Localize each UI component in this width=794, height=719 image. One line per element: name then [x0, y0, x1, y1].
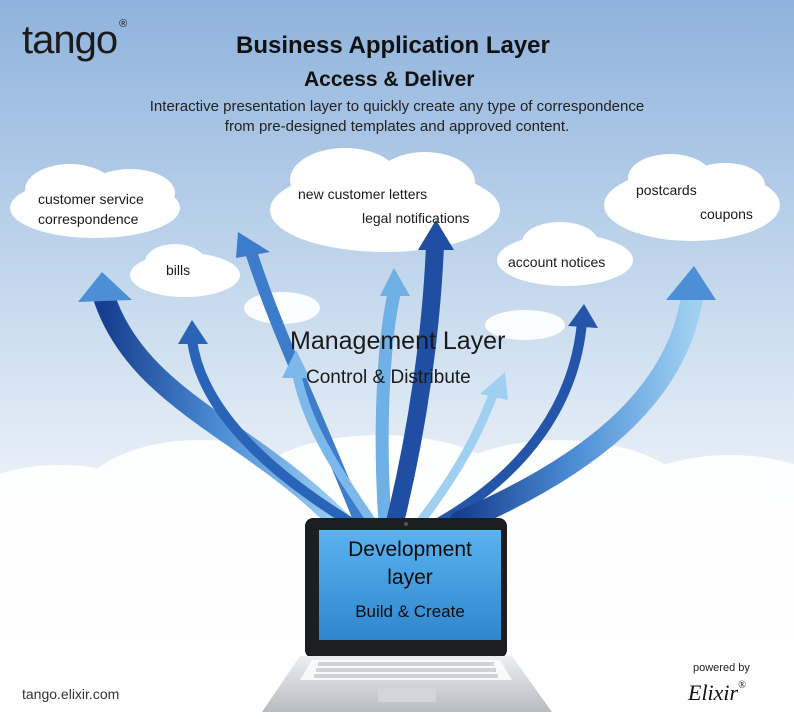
cloud-account-notices [497, 222, 633, 286]
elixir-logo: Elixir® [688, 680, 746, 706]
cloud-label-account-notices: account notices [508, 254, 606, 270]
page-title: Business Application Layer [236, 32, 550, 59]
elixir-registered-mark: ® [738, 680, 746, 691]
cloud-label-customer-service: customer service [38, 191, 144, 207]
footer-url: tango.elixir.com [22, 686, 120, 702]
cloud-label-new-customer-letters: new customer letters [298, 186, 428, 202]
management-layer-title: Management Layer [290, 327, 506, 355]
cloud-label-correspondence: correspondence [38, 211, 139, 227]
arrow-left-mid [187, 335, 355, 527]
arrow-group [94, 236, 704, 533]
development-layer-subtitle: Build & Create [355, 602, 465, 621]
development-layer-line-2: layer [387, 566, 433, 589]
management-layer-subtitle: Control & Distribute [306, 367, 471, 388]
cloud-label-bills: bills [166, 262, 191, 278]
cloud-label-coupons: coupons [700, 206, 753, 222]
elixir-brand: Elixir [688, 680, 739, 705]
cloud-customer-service [10, 164, 180, 238]
laptop [262, 518, 552, 712]
arrow-heads [78, 220, 716, 400]
tango-logo: tango® [22, 18, 127, 63]
logo-text: tango [22, 18, 118, 62]
arrow-center-left [291, 365, 377, 527]
page-subtitle: Access & Deliver [304, 68, 475, 91]
cloud-label-legal-notifications: legal notifications [362, 210, 470, 226]
development-layer-line-1: Development [348, 538, 472, 561]
cloud-postcards [604, 154, 780, 241]
description-line-2: from pre-designed templates and approved… [224, 118, 570, 135]
arrow-center-right [386, 236, 444, 531]
cloud-bills [130, 244, 240, 297]
arrow-center [375, 283, 402, 529]
arrow-far-right [449, 279, 704, 533]
arrow-right-low [415, 385, 500, 527]
logo-registered-mark: ® [119, 18, 127, 30]
arrow-right-mid [435, 317, 587, 527]
description-line-1: Interactive presentation layer to quickl… [149, 98, 645, 115]
cloud-label-postcards: postcards [636, 182, 697, 198]
powered-by-label: powered by [693, 662, 750, 674]
